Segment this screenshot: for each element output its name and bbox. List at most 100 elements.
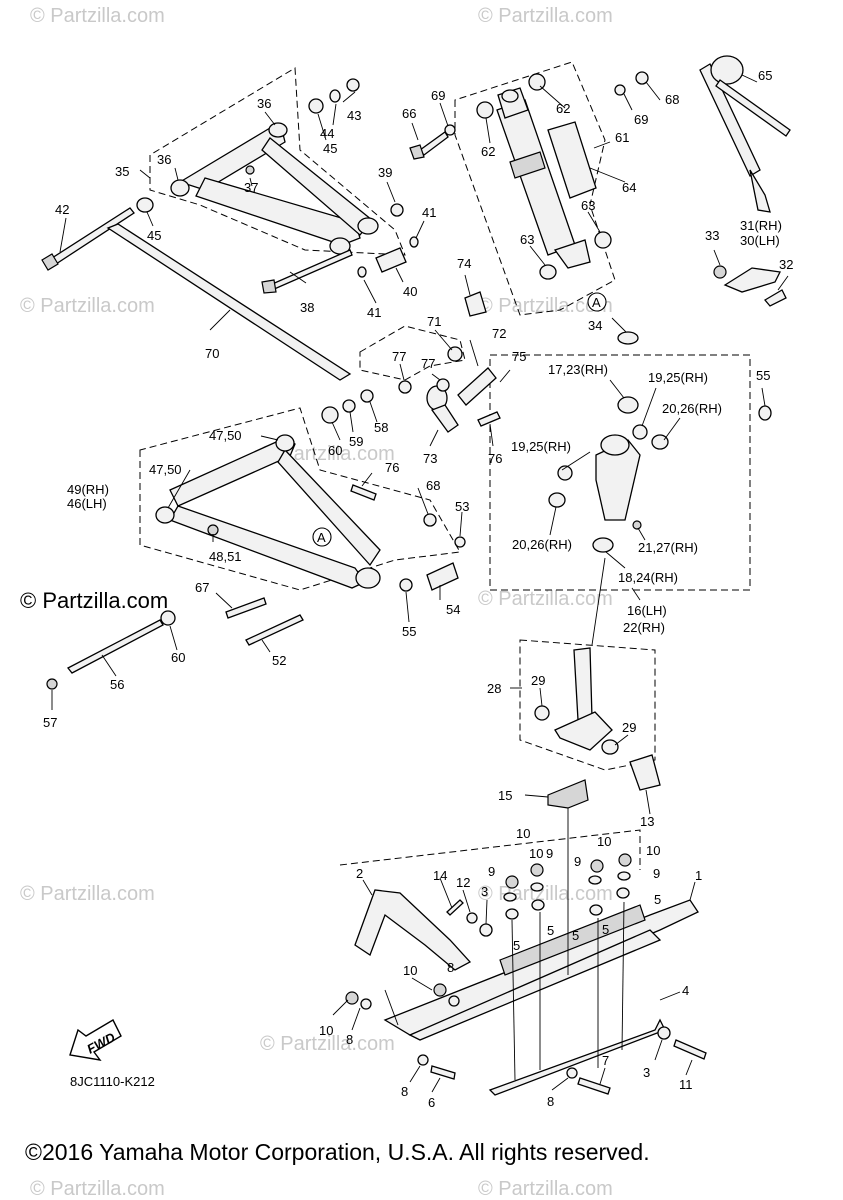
callout: 32: [779, 257, 793, 272]
callout: 60: [328, 443, 342, 458]
callout: 52: [272, 653, 286, 668]
upper-a-arm: [170, 122, 379, 255]
arm-31: [723, 267, 781, 293]
reference-circle-a: [587, 292, 607, 312]
callout: 1: [695, 868, 702, 883]
bush-63: [539, 264, 557, 280]
bush-62: [528, 73, 546, 91]
group-outline-spindle-bracket: [489, 354, 751, 591]
nut-10: [345, 991, 359, 1005]
callout: 21,27(RH): [638, 540, 698, 555]
link-rod-73-body: [430, 404, 459, 433]
callout: 47,50: [209, 428, 242, 443]
callout: 67: [195, 580, 209, 595]
nut-10: [590, 859, 604, 873]
callout: 48,51: [209, 549, 242, 564]
washer-41: [357, 266, 367, 278]
callout: 63: [520, 232, 534, 247]
bolt-74: [464, 291, 487, 317]
callout: 64: [622, 180, 636, 195]
nut-58: [360, 389, 374, 403]
callout: 77: [421, 356, 435, 371]
washer-45: [136, 197, 154, 213]
bolt-38-head: [261, 279, 277, 294]
bolt-11: [673, 1039, 707, 1060]
callout: 17,23(RH): [548, 362, 608, 377]
callout: 36: [257, 96, 271, 111]
nut-43: [346, 78, 360, 92]
bush-62: [476, 101, 494, 119]
washer-55: [758, 405, 772, 421]
callout: 68: [665, 92, 679, 107]
callout: 3: [643, 1065, 650, 1080]
callout: 8: [346, 1032, 353, 1047]
reference-circle-a: [312, 527, 332, 547]
bolt-6: [430, 1065, 456, 1080]
watermark: © Partzilla.com: [478, 1178, 613, 1200]
shaft-70: [106, 223, 352, 381]
bolt-66-head: [409, 144, 425, 160]
callout: 53: [455, 499, 469, 514]
callout: 37: [244, 180, 258, 195]
callout: 30(LH): [740, 233, 780, 248]
callout: 46(LH): [67, 496, 107, 511]
callout: 76: [385, 460, 399, 475]
callout: 12: [456, 875, 470, 890]
lower-a-arm: [155, 434, 381, 589]
callout: 10: [597, 834, 611, 849]
bolt-32: [764, 289, 787, 307]
washer-8: [417, 1054, 429, 1066]
watermark: © Partzilla.com: [30, 5, 165, 27]
nut-68: [635, 71, 649, 85]
group-outline-shock: [454, 61, 616, 316]
watermark: © Partzilla.com: [478, 588, 613, 610]
callout: 41: [367, 305, 381, 320]
callout: 13: [640, 814, 654, 829]
fwd-arrow-icon: FWD: [69, 1019, 122, 1061]
callout: 44: [320, 126, 334, 141]
callout: 73: [423, 451, 437, 466]
callout: 57: [43, 715, 57, 730]
washer-60: [160, 610, 176, 626]
callout: 55: [756, 368, 770, 383]
callout: 14: [433, 868, 447, 883]
callout: 61: [615, 130, 629, 145]
callout: 20,26(RH): [512, 537, 572, 552]
callout: 16(LH): [627, 603, 667, 618]
washer-9: [588, 875, 602, 885]
callout: 70: [205, 346, 219, 361]
callout: 2: [356, 866, 363, 881]
callout: 10: [646, 843, 660, 858]
callout: 5: [513, 938, 520, 953]
spindle: [554, 647, 613, 751]
callout: 54: [446, 602, 460, 617]
reference-label-a: A: [317, 530, 326, 545]
callout: 66: [402, 106, 416, 121]
callout: 76: [488, 451, 502, 466]
callout: 58: [374, 420, 388, 435]
brand-watermark: © Partzilla.com: [20, 588, 168, 613]
callout: 62: [556, 101, 570, 116]
callout: 10: [529, 846, 543, 861]
watermark: © Partzilla.com: [20, 295, 155, 317]
washer-69: [614, 84, 626, 96]
bush-5: [531, 899, 545, 911]
group-outline-spindle: [519, 639, 656, 771]
callout: 8: [401, 1084, 408, 1099]
bolt-66: [419, 131, 449, 156]
washer-3: [657, 1026, 671, 1040]
callout: 40: [403, 284, 417, 299]
callout: 15: [498, 788, 512, 803]
callout: 74: [457, 256, 471, 271]
callout: 34: [588, 318, 602, 333]
collar-71: [447, 346, 463, 362]
callout: 65: [758, 68, 772, 83]
washer-69: [444, 124, 456, 136]
group-outline-upper-arm: [149, 67, 406, 256]
nut-39: [390, 203, 404, 217]
bolt-56: [66, 619, 164, 674]
bush-19: [557, 465, 573, 481]
callout: 22(RH): [623, 620, 665, 635]
nut-10: [505, 875, 519, 889]
